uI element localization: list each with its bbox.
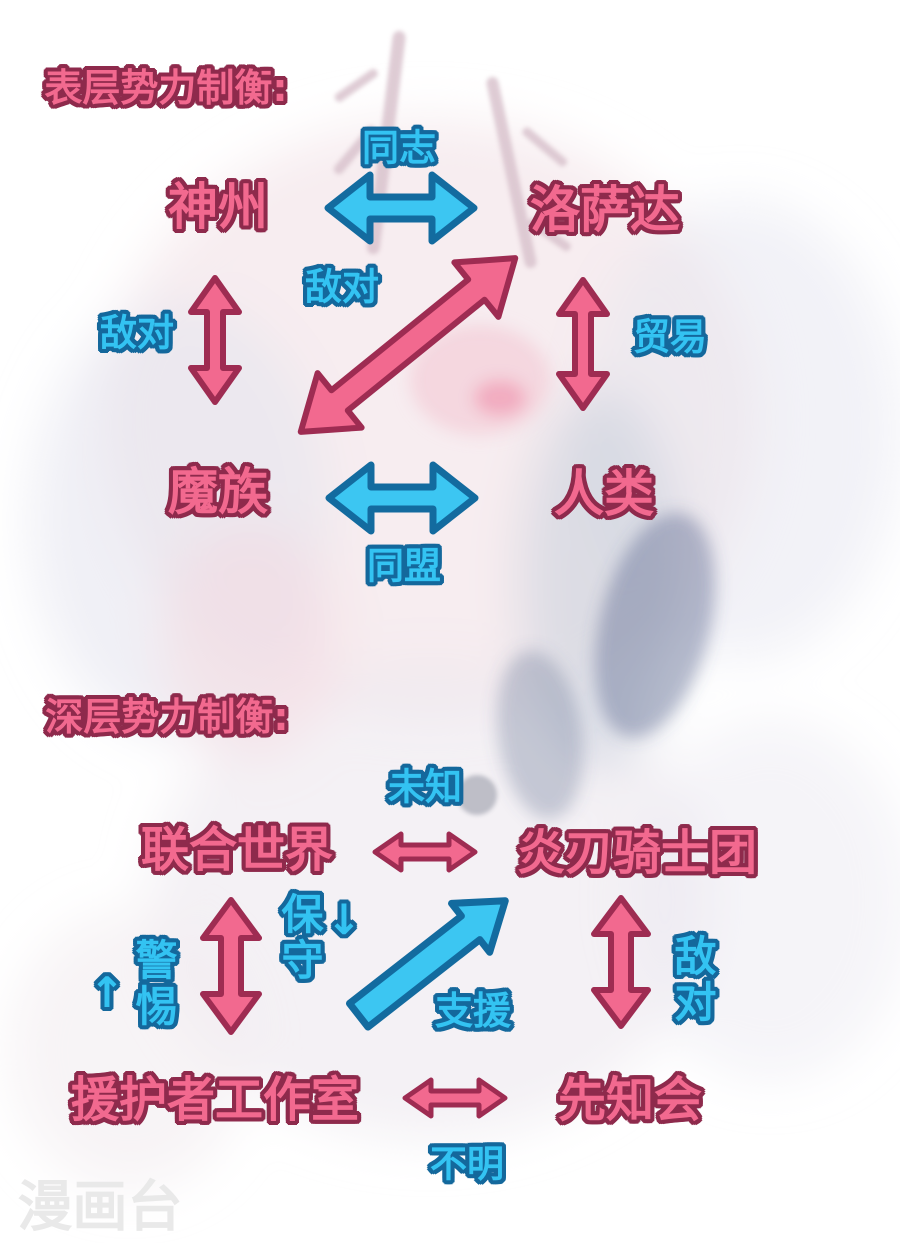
coat-shadow-mid [496, 650, 584, 820]
node-mozu: 魔族 [168, 463, 268, 521]
arrow-shenzhou-mozu [188, 275, 242, 405]
site-watermark: 漫画台 [17, 1174, 183, 1239]
arrow-yanren-xianzhihui [591, 895, 651, 1029]
relation-label-didui-deep: 敌对 [668, 934, 717, 1026]
arrow-yuanhuzhe-xianzhihui [402, 1077, 508, 1119]
relation-label-tongmeng: 同盟 [367, 544, 441, 588]
jingti-up-arrow-icon: ↑ [89, 968, 125, 1017]
node-yuanhuzhe-gongzuoshi: 援护者工作室 [70, 1072, 360, 1128]
arrow-shenzhou-luosada [324, 171, 478, 245]
arrow-mozu-renlei [325, 461, 479, 535]
arrow-zhiyuan-diagonal [345, 897, 509, 1031]
baoshou-down-arrow-icon: ↓ [326, 895, 362, 944]
deep-section-title: 深层势力制衡: [45, 695, 289, 739]
relation-label-maoyi: 贸易 [633, 315, 707, 359]
relation-label-didui-diagonal: 敌对 [305, 265, 379, 309]
relation-label-didui-left: 敌对 [100, 311, 174, 355]
antler-branches [333, 30, 571, 268]
relation-label-weizhi: 未知 [388, 765, 462, 809]
surface-section-title: 表层势力制衡: [44, 66, 288, 110]
relation-label-baoshou: 保守 [275, 892, 324, 984]
arrow-mozu-luosada-diagonal [297, 255, 519, 435]
relation-label-jingti: 警惕 [129, 938, 178, 1030]
coat-shadow-right [594, 512, 716, 738]
node-yanren-qishituan: 炎刃骑士团 [516, 825, 758, 881]
relation-label-buming: 不明 [430, 1142, 504, 1186]
node-lianhe-shijie: 联合世界 [140, 822, 334, 878]
node-renlei: 人类 [554, 465, 654, 523]
background-illustration [10, 30, 900, 1190]
node-luosada: 洛萨达 [530, 181, 680, 239]
eye-glow [474, 380, 526, 416]
node-shenzhou: 神州 [168, 178, 268, 236]
coat-button [457, 775, 497, 815]
arrow-luosada-renlei [556, 277, 610, 411]
node-xianzhihui: 先知会 [557, 1072, 703, 1128]
relation-label-tongzhi: 同志 [362, 126, 436, 170]
relation-arrows [188, 171, 651, 1119]
arrow-lianhe-yuanhuzhe [200, 897, 262, 1035]
arrow-lianhe-yanren [372, 831, 478, 873]
relation-label-zhiyuan: 支援 [434, 989, 512, 1033]
